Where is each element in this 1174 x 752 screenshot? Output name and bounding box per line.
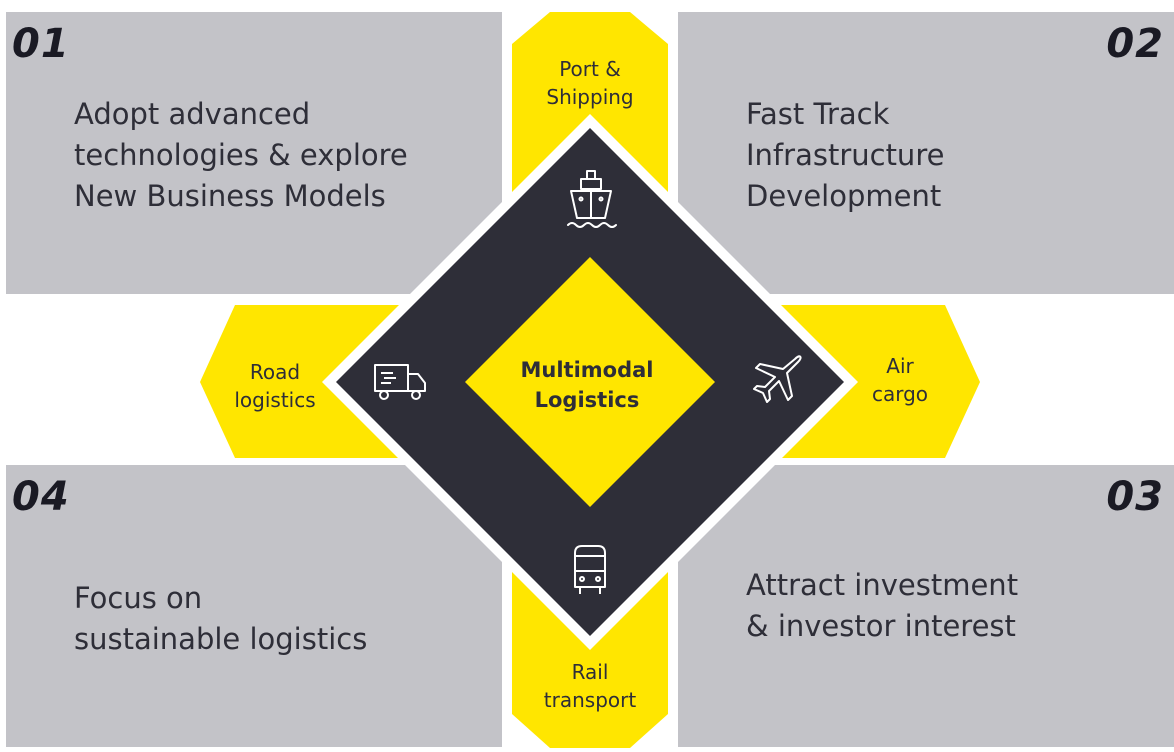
airplane-icon — [753, 355, 802, 403]
diamond-center — [465, 257, 715, 507]
quadrant-number: 02 — [1106, 21, 1164, 67]
quadrant-02: 02 Fast Track Infrastructure Development — [678, 12, 1174, 294]
quadrant-text: Focus on sustainable logistics — [74, 581, 368, 656]
quadrant-01: 01 Adopt advanced technologies & explore… — [6, 12, 502, 294]
train-icon — [574, 545, 606, 594]
arm-label-port-shipping: Port & Shipping — [546, 57, 634, 109]
quadrant-03: 03 Attract investment & investor interes… — [678, 465, 1174, 747]
arm-label-air-cargo: Air cargo — [871, 354, 929, 406]
truck-icon — [374, 364, 426, 400]
quadrant-text: Adopt advanced technologies & explore Ne… — [74, 97, 408, 213]
quadrant-number: 03 — [1106, 474, 1164, 520]
quadrant-text: Attract investment & investor interest — [746, 568, 1019, 643]
quadrant-text: Fast Track Infrastructure Development — [746, 97, 945, 213]
arm-label-rail-transport: Rail transport — [543, 660, 637, 712]
ship-icon — [567, 170, 617, 228]
quadrant-number: 04 — [12, 474, 70, 520]
arm-label-road-logistics: Road logistics — [234, 360, 316, 412]
quadrant-04: 04 Focus on sustainable logistics — [6, 465, 502, 747]
quadrant-number: 01 — [12, 21, 70, 67]
center-label: Multimodal Logistics — [520, 358, 654, 412]
